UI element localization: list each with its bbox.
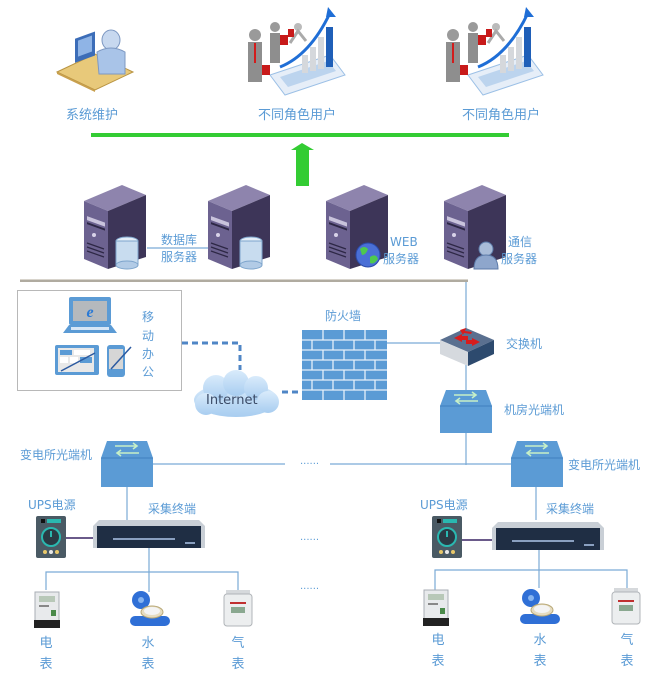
electric-meter-label-1: 电 bbox=[39, 636, 53, 651]
firewall-icon bbox=[302, 330, 387, 400]
substation-optical-transceiver-icon bbox=[101, 441, 153, 487]
ups-power-icon bbox=[432, 516, 462, 558]
gas-meter-label-1: 气 bbox=[620, 633, 634, 648]
more-terminals-ellipsis: ······ bbox=[300, 535, 320, 546]
substation-optical-label: 变电所光端机 bbox=[568, 458, 641, 472]
browser-icon: e bbox=[86, 304, 93, 321]
collection-terminal-icon bbox=[93, 520, 205, 548]
electric-meter-label-2: 表 bbox=[39, 657, 53, 672]
more-meters-ellipsis: ······ bbox=[300, 584, 320, 595]
water-meter-icon bbox=[520, 589, 560, 624]
water-meter-label-1: 水 bbox=[533, 633, 547, 648]
ups-label: UPS电源 bbox=[420, 498, 468, 512]
up-arrow-icon bbox=[291, 143, 314, 186]
top-user-label-roles-1: 不同角色用户 bbox=[258, 108, 337, 123]
substation-optical-label: 变电所光端机 bbox=[20, 448, 93, 462]
gas-meter-label-2: 表 bbox=[231, 657, 245, 672]
web-server-label-line1: WEB bbox=[390, 235, 418, 249]
mobile-devices-icon: e bbox=[55, 297, 132, 377]
gas-meter-label-1: 气 bbox=[231, 636, 245, 651]
gas-meter-label-2: 表 bbox=[620, 654, 634, 669]
db-server-label-line2: 服务器 bbox=[161, 250, 198, 264]
water-meter-label-2: 表 bbox=[141, 657, 155, 672]
web-server-icon bbox=[326, 185, 388, 269]
electric-meter-label-2: 表 bbox=[431, 654, 445, 669]
electric-meter-label-1: 电 bbox=[431, 633, 445, 648]
mobile-internet-dashed-link bbox=[182, 341, 242, 370]
firewall-label: 防火墙 bbox=[325, 309, 362, 323]
top-user-label-roles-2: 不同角色用户 bbox=[462, 108, 541, 123]
user-icon bbox=[478, 241, 494, 257]
electric-meter-icon bbox=[34, 591, 60, 628]
business-users-chart-icon bbox=[248, 7, 346, 96]
comm-server-label-line2: 服务器 bbox=[501, 252, 538, 266]
network-divider bbox=[20, 279, 468, 282]
maintenance-person-icon bbox=[55, 29, 135, 92]
water-meter-icon bbox=[130, 591, 170, 626]
business-users-chart-icon bbox=[446, 7, 544, 96]
top-user-label-maintenance: 系统维护 bbox=[66, 108, 119, 123]
electric-meter-icon bbox=[423, 589, 449, 626]
gas-meter-icon bbox=[611, 588, 641, 625]
globe-icon bbox=[355, 242, 381, 268]
internet-cloud-icon bbox=[194, 370, 279, 417]
room-optical-label: 机房光端机 bbox=[504, 403, 565, 417]
comm-server-icon bbox=[444, 185, 506, 270]
web-server-label-line2: 服务器 bbox=[383, 252, 420, 266]
ups-label: UPS电源 bbox=[28, 498, 76, 512]
collection-terminal-icon bbox=[492, 522, 604, 550]
ups-power-icon bbox=[36, 516, 66, 558]
switch-icon bbox=[440, 328, 494, 366]
comm-server-label-line1: 通信 bbox=[508, 235, 533, 249]
substation-optical-transceiver-icon bbox=[511, 441, 563, 487]
db-server-2-icon bbox=[208, 185, 270, 270]
terminal-label: 采集终端 bbox=[148, 502, 197, 516]
gas-meter-icon bbox=[223, 590, 253, 627]
terminal-label: 采集终端 bbox=[546, 502, 595, 516]
internet-label: Internet bbox=[206, 393, 258, 408]
more-links-ellipsis: ······ bbox=[300, 459, 320, 470]
db-server-label-line1: 数据库 bbox=[161, 233, 198, 247]
db-server-1-icon bbox=[84, 185, 146, 270]
water-meter-label-2: 表 bbox=[533, 654, 547, 669]
green-bus-line bbox=[91, 133, 509, 137]
water-meter-label-1: 水 bbox=[141, 636, 155, 651]
room-optical-transceiver-icon bbox=[440, 390, 492, 433]
switch-label: 交换机 bbox=[506, 337, 543, 351]
